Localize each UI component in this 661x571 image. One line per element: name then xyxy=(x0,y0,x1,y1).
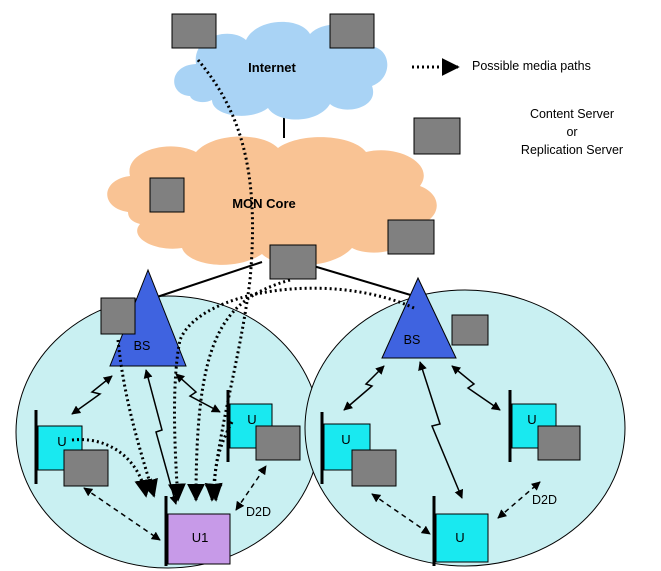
left-d2d-user-a xyxy=(83,487,161,541)
server-core-right xyxy=(387,219,435,255)
left-bs-label: BS xyxy=(134,339,151,353)
left-user-a-label: U xyxy=(57,434,66,449)
server-core-bottom xyxy=(269,244,317,280)
legend-server-label-1: Content Server xyxy=(530,107,614,121)
core-left-bs-link xyxy=(147,261,263,301)
path-user-b-to-u1 xyxy=(204,421,234,502)
wireless-links xyxy=(71,361,501,505)
right-link-user-a xyxy=(343,365,385,411)
server-internet-left xyxy=(171,13,217,49)
right-link-user-c xyxy=(418,361,464,499)
left-user-b-label: U xyxy=(247,412,256,427)
server-right-bs xyxy=(451,314,489,346)
right-d2d-label: D2D xyxy=(532,493,557,507)
core-label: MON Core xyxy=(232,196,296,211)
path-core-to-u1 xyxy=(187,278,291,502)
right-d2d-user-b xyxy=(497,481,541,519)
right-base-station xyxy=(381,276,457,359)
path-user-a-to-u1 xyxy=(71,438,153,498)
content-servers xyxy=(149,13,461,280)
server-legend xyxy=(413,117,461,155)
left-link-user-a xyxy=(71,375,113,415)
server-left-bs xyxy=(100,297,136,335)
legend-paths-label: Possible media paths xyxy=(472,59,591,73)
right-user-c-label: U xyxy=(455,530,464,545)
right-user-a-label: U xyxy=(341,432,350,447)
path-left-bs-to-u1 xyxy=(116,339,158,498)
left-link-target xyxy=(143,369,179,505)
core-cloud xyxy=(107,136,437,266)
left-target-user xyxy=(164,496,231,566)
legend-server-label-3: Replication Server xyxy=(521,143,623,157)
media-paths xyxy=(71,59,415,502)
server-core-left xyxy=(149,177,185,213)
left-user-b xyxy=(226,390,301,462)
left-target-label: U1 xyxy=(192,530,209,545)
legend-server-label-2: or xyxy=(566,125,577,139)
server-internet-right xyxy=(329,13,375,49)
internet-label: Internet xyxy=(248,60,296,75)
right-user-a xyxy=(320,412,397,487)
right-d2d-user-a xyxy=(371,493,431,535)
core-right-bs-link xyxy=(299,261,415,297)
right-link-user-b xyxy=(451,365,501,411)
left-link-user-b xyxy=(175,373,221,413)
d2d-links xyxy=(83,465,541,541)
right-user-b xyxy=(508,390,581,462)
left-d2d-label: D2D xyxy=(246,505,271,519)
right-user-c xyxy=(432,496,489,566)
right-user-b-label: U xyxy=(527,412,536,427)
left-user-a xyxy=(34,410,109,487)
right-bs-label: BS xyxy=(404,333,421,347)
